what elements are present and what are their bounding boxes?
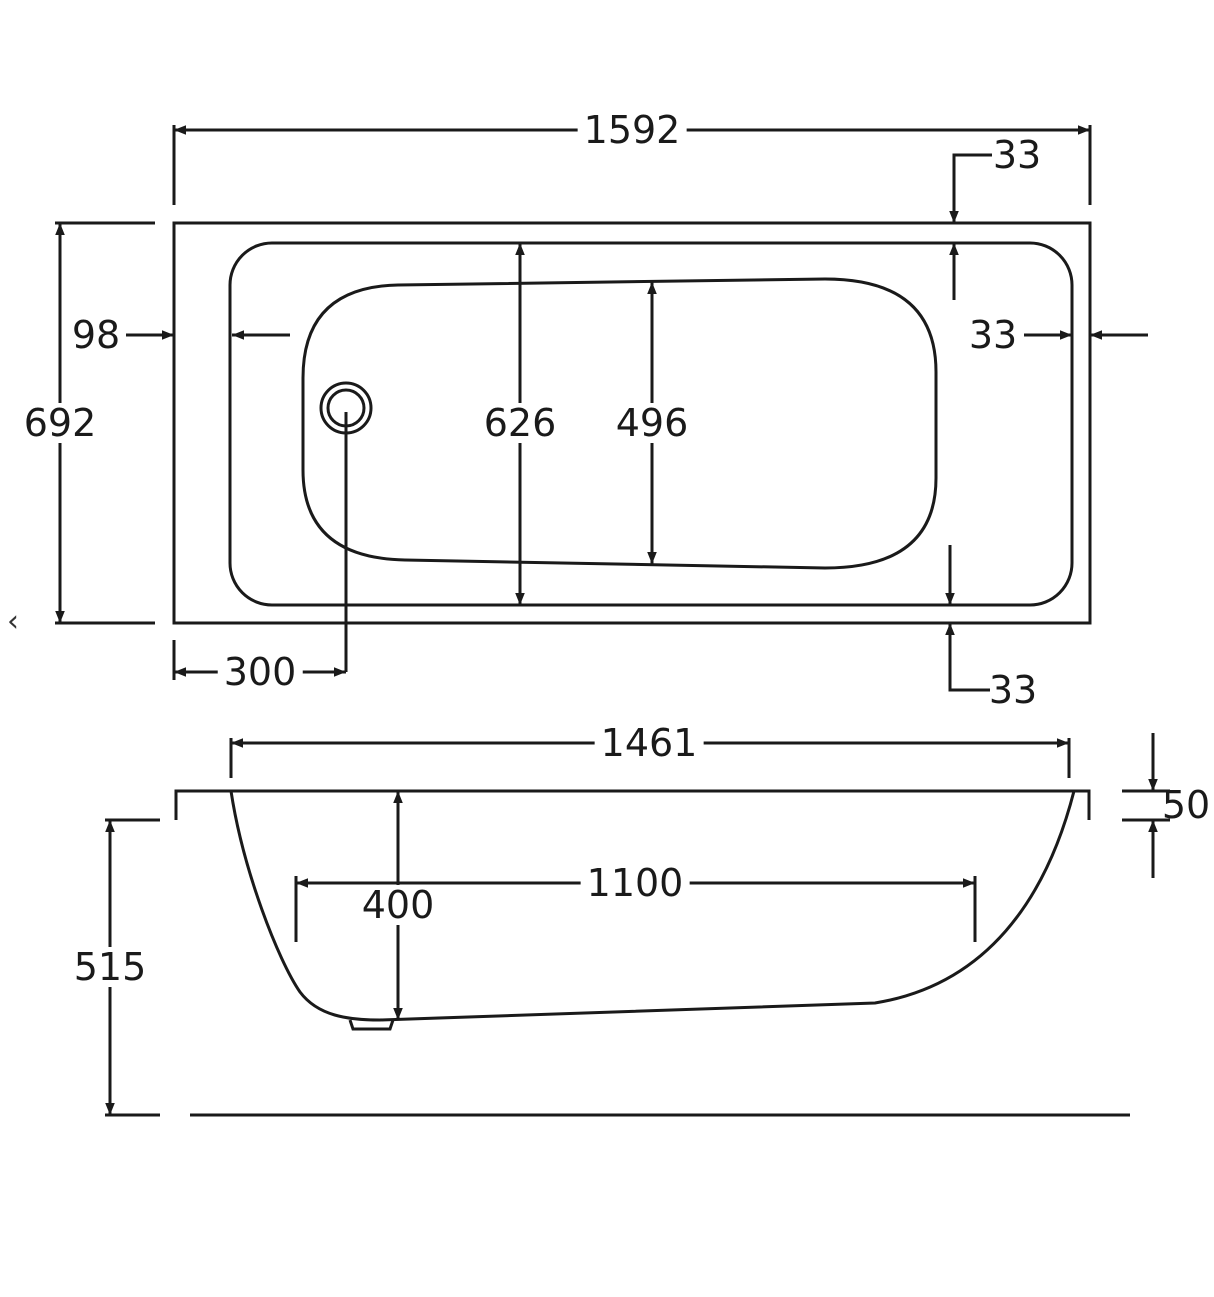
- side-tub-body: [229, 790, 1076, 1022]
- leader-bottom-rim: [945, 623, 990, 692]
- side-rim-outline: [174, 789, 1091, 820]
- label-top-rim: 33: [992, 133, 1042, 177]
- label-depth: 400: [355, 885, 441, 925]
- side-waste-outlet: [348, 1019, 395, 1031]
- label-overall-width: 692: [17, 403, 103, 443]
- label-bottom-rim: 33: [988, 668, 1038, 712]
- leader-top-rim: [949, 153, 992, 223]
- label-waste-offset: 300: [217, 652, 303, 692]
- label-base-length: 1100: [580, 863, 690, 903]
- label-overall-length: 1592: [577, 110, 687, 150]
- chevron-left-icon[interactable]: ‹: [7, 604, 19, 639]
- label-base-width: 496: [609, 403, 695, 443]
- bath-basin-outline: [301, 277, 938, 570]
- bath-outer-outline: [172, 221, 1092, 625]
- label-overall-height: 515: [67, 947, 153, 987]
- label-left-rim: 98: [71, 313, 121, 357]
- label-rim-thickness: 50: [1161, 783, 1211, 827]
- label-right-rim: 33: [968, 313, 1018, 357]
- bath-inner-rim-outline: [228, 241, 1074, 607]
- label-top-length: 1461: [594, 723, 704, 763]
- label-inner-width: 626: [477, 403, 563, 443]
